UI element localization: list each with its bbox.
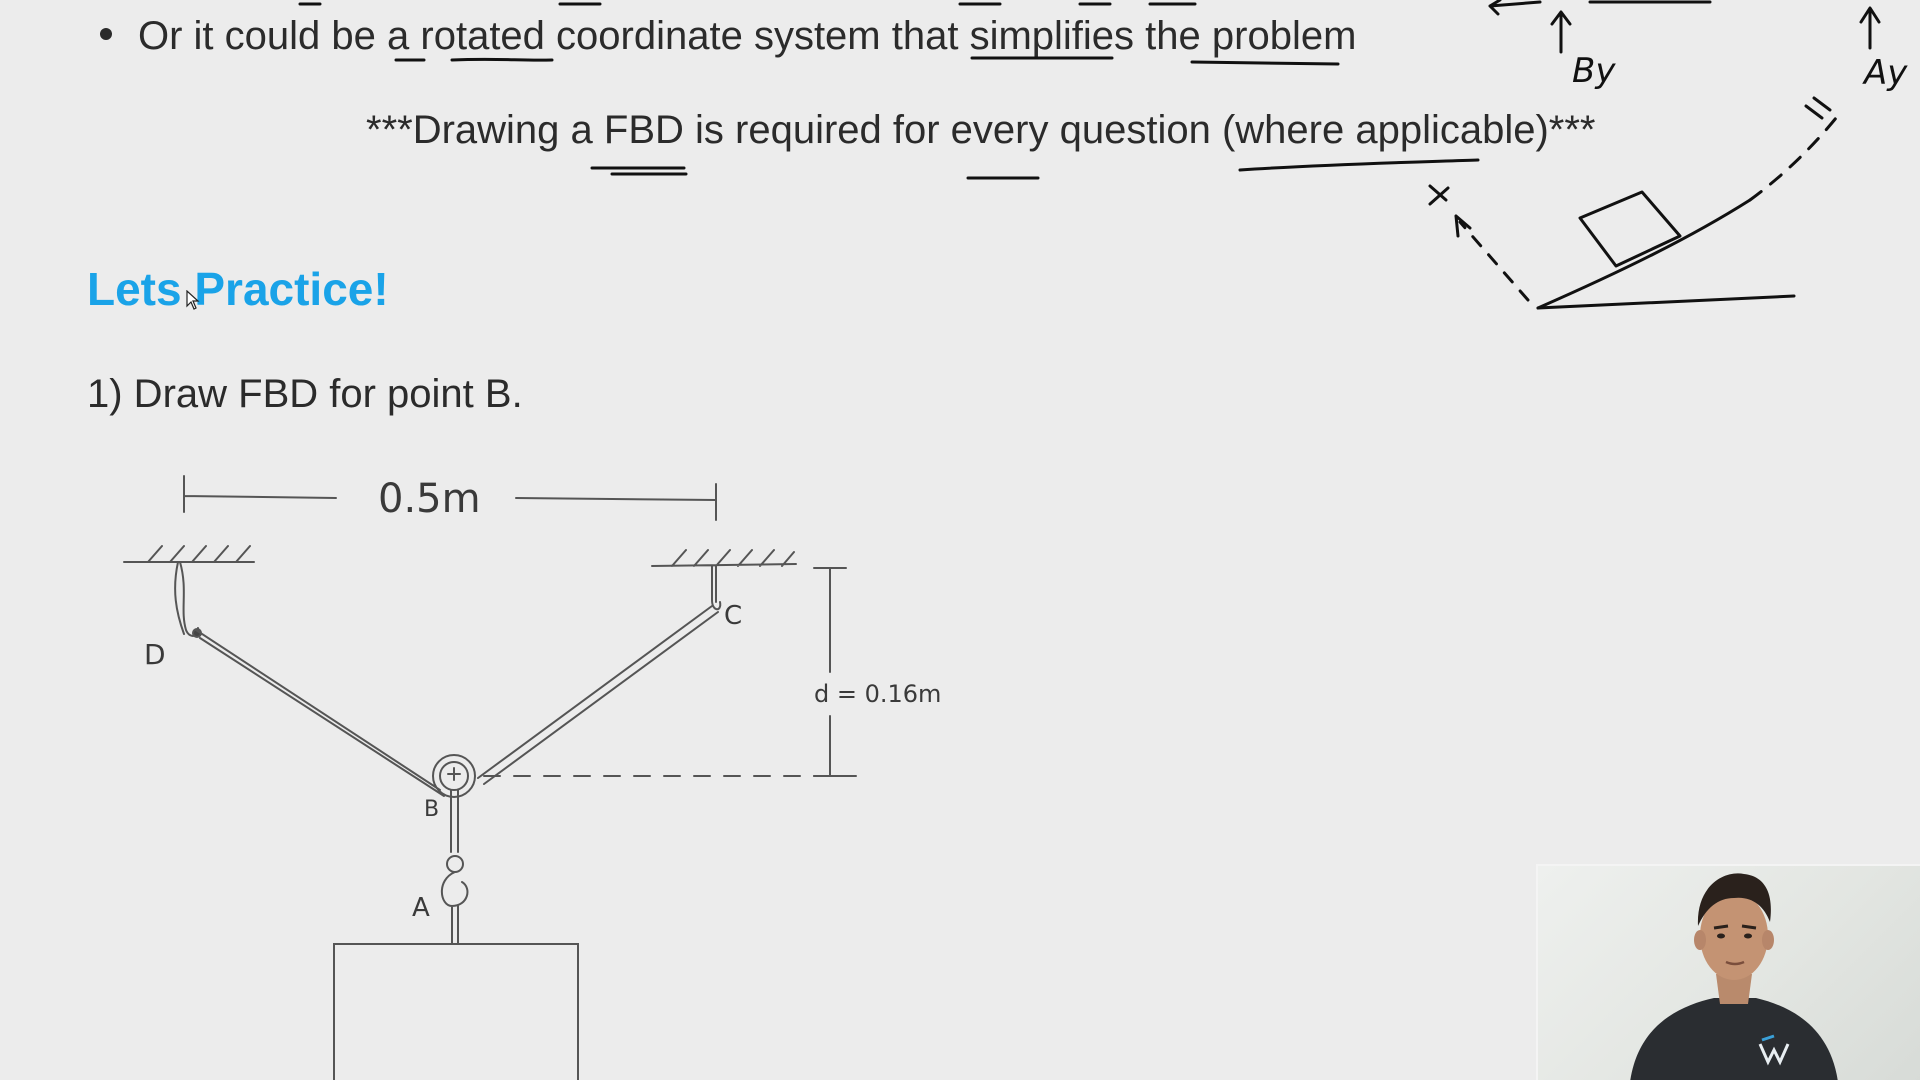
point-a-label: A <box>412 893 430 923</box>
bullet-segment: coordinate system that <box>544 14 970 58</box>
cable-bc <box>477 605 719 785</box>
left-ceiling <box>123 545 255 563</box>
hanging-block <box>333 943 579 1080</box>
fbd-note-segment: is required for <box>683 108 951 152</box>
ring-b-inner <box>439 761 469 791</box>
horizontal-force-stub <box>1488 0 1542 16</box>
incline-slope <box>1536 198 1752 310</box>
cable-diagram <box>123 475 857 1080</box>
depth-label: d = 0.16m <box>814 680 941 708</box>
right-ceiling <box>651 549 797 567</box>
underline-problem <box>1190 60 1340 66</box>
y-axis-dashed <box>1458 220 1530 302</box>
fbd-note-segment: where applicable <box>1235 108 1536 152</box>
hook-c <box>711 565 722 611</box>
point-c-label: C <box>724 601 742 631</box>
fbd-note-segment: FBD <box>603 108 684 152</box>
ring-b-outer <box>432 754 476 798</box>
bullet-dot <box>100 28 112 41</box>
cable-ba <box>450 789 459 853</box>
ay-label: Ay <box>1862 53 1908 93</box>
hook-d <box>174 561 200 637</box>
presenter-video-icon <box>1630 873 1838 1080</box>
fbd-requirement-note: ***Drawing a FBD is required for every q… <box>366 106 1596 154</box>
fbd-note-segment: )*** <box>1535 108 1596 152</box>
fbd-note-segment: question ( <box>1048 108 1236 152</box>
bullet-segment: a <box>387 14 410 58</box>
mouse-cursor-icon <box>186 290 200 310</box>
incline-block <box>1578 190 1682 268</box>
ring-a <box>446 855 464 873</box>
bullet-segment: Or it could be <box>138 14 388 58</box>
cable-bd <box>195 629 445 797</box>
y-axis-arrowhead <box>1454 214 1472 238</box>
question-1: 1) Draw FBD for point B. <box>87 372 523 416</box>
underline-rotated <box>450 57 554 62</box>
point-b-label: B <box>424 797 439 822</box>
underline-where-applicable <box>1238 158 1480 172</box>
by-label: By <box>1572 51 1616 91</box>
underline-fbd <box>590 166 688 176</box>
bullet-text: Or it could be a rotated coordinate syst… <box>138 14 1356 58</box>
ay-arrow <box>1859 6 1881 50</box>
bullet-segment: the <box>1134 14 1212 58</box>
parallel-mark <box>1804 96 1832 120</box>
y-axis-cross <box>1428 184 1450 206</box>
x-axis-dashed <box>1748 116 1838 202</box>
hook-a <box>440 871 469 945</box>
span-dimension-left <box>183 475 337 513</box>
bullet-segment: problem <box>1211 14 1357 58</box>
incline-ground <box>1536 294 1796 310</box>
depth-dimension-top <box>813 567 847 673</box>
ring-b-cross <box>447 767 461 781</box>
presenter-webcam <box>1536 864 1920 1080</box>
bullet-rotated-coordinate-system: Or it could be a rotated coordinate syst… <box>100 12 1356 60</box>
bullet-segment: rotated <box>420 14 545 58</box>
span-label: 0.5m <box>378 476 481 522</box>
point-d-label: D <box>144 638 166 671</box>
bullet-segment: simplifies <box>969 14 1135 58</box>
depth-dimension-bottom <box>813 715 857 777</box>
span-dimension-right <box>515 483 717 521</box>
fbd-note-segment: every <box>950 108 1049 152</box>
section-title: Lets Practice! <box>87 263 389 315</box>
fbd-note-segment: ***Drawing a <box>366 108 604 152</box>
by-arrow <box>1550 10 1572 54</box>
